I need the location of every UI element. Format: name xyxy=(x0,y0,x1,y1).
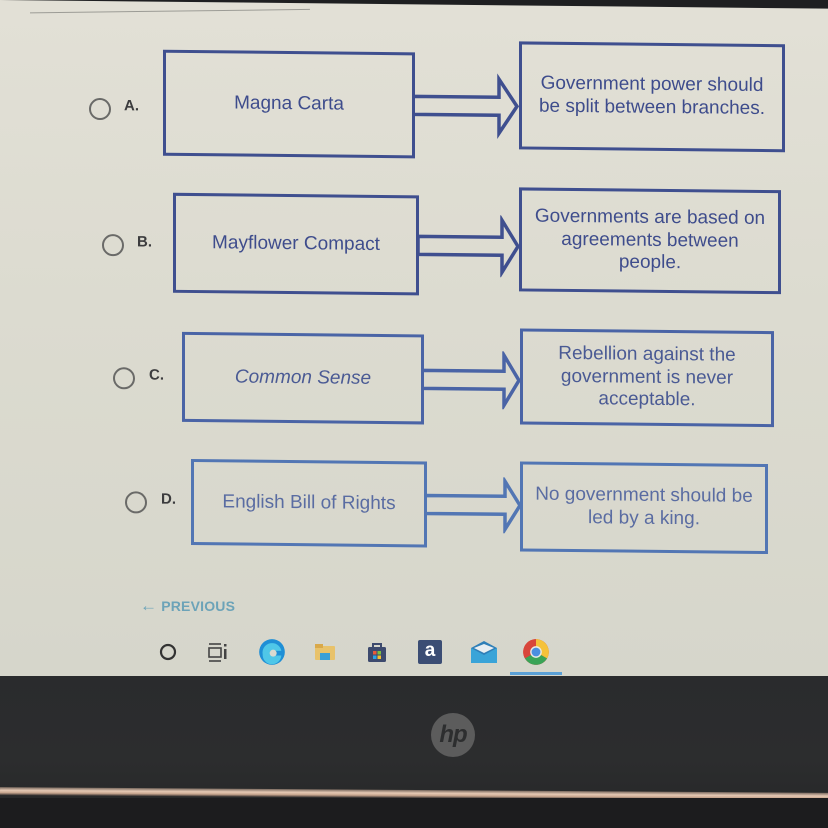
left-box-text: Mayflower Compact xyxy=(212,231,380,255)
screen: A. Magna Carta Government power should b… xyxy=(0,0,828,685)
right-box-text: No government should be led by a king. xyxy=(535,483,753,530)
hp-logo: hp xyxy=(431,713,475,757)
right-box-text: Rebellion against the government is neve… xyxy=(558,342,736,411)
arrow-right-icon xyxy=(413,73,520,139)
edge-icon[interactable] xyxy=(258,638,286,666)
task-view-icon[interactable] xyxy=(205,640,229,664)
left-box-text: Magna Carta xyxy=(234,92,344,115)
amazon-icon[interactable]: a xyxy=(418,640,442,664)
mail-icon[interactable] xyxy=(470,640,498,664)
taskbar xyxy=(0,628,828,676)
left-box-c: Common Sense xyxy=(182,331,424,425)
option-letter: A. xyxy=(124,97,139,115)
left-box-a: Magna Carta xyxy=(163,49,415,159)
store-icon[interactable] xyxy=(365,640,389,664)
option-letter: C. xyxy=(149,366,164,384)
arrow-right-icon xyxy=(418,214,521,278)
right-box-text: Government power should be split between… xyxy=(538,72,766,120)
arrow-left-icon: ← xyxy=(140,596,158,615)
left-box-d: English Bill of Rights xyxy=(191,459,427,548)
arrow-right-icon xyxy=(425,476,523,534)
divider xyxy=(30,8,310,14)
search-icon[interactable] xyxy=(156,640,180,664)
option-b[interactable]: B. Mayflower Compact Governments are bas… xyxy=(0,0,828,296)
radio-option-c[interactable] xyxy=(113,367,135,390)
option-letter: B. xyxy=(137,233,152,251)
left-box-b: Mayflower Compact xyxy=(173,192,419,296)
right-box-b: Governments are based on agreements betw… xyxy=(519,187,781,295)
right-box-text: Governments are based on agreements betw… xyxy=(534,205,766,274)
right-box-a: Government power should be split between… xyxy=(519,41,785,153)
amazon-glyph: a xyxy=(424,640,436,661)
previous-button[interactable]: ← PREVIOUS xyxy=(140,596,235,616)
option-d[interactable]: D. English Bill of Rights No government … xyxy=(0,0,828,555)
chrome-icon[interactable] xyxy=(522,638,550,666)
right-box-c: Rebellion against the government is neve… xyxy=(520,328,774,428)
right-box-d: No government should be led by a king. xyxy=(520,461,768,555)
radio-option-d[interactable] xyxy=(125,491,147,514)
option-a[interactable]: A. Magna Carta Government power should b… xyxy=(0,0,828,159)
option-c[interactable]: C. Common Sense Rebellion against the go… xyxy=(0,0,828,428)
radio-option-b[interactable] xyxy=(102,234,124,257)
active-app-indicator xyxy=(510,672,562,675)
previous-label: PREVIOUS xyxy=(161,598,236,614)
file-explorer-icon[interactable] xyxy=(313,640,337,664)
left-box-text: English Bill of Rights xyxy=(222,490,396,514)
arrow-right-icon xyxy=(422,350,522,410)
left-box-text: Common Sense xyxy=(234,366,372,389)
radio-option-a[interactable] xyxy=(89,97,111,121)
hp-logo-text: hp xyxy=(439,721,467,748)
keyboard-edge xyxy=(0,798,828,828)
option-letter: D. xyxy=(161,490,176,508)
